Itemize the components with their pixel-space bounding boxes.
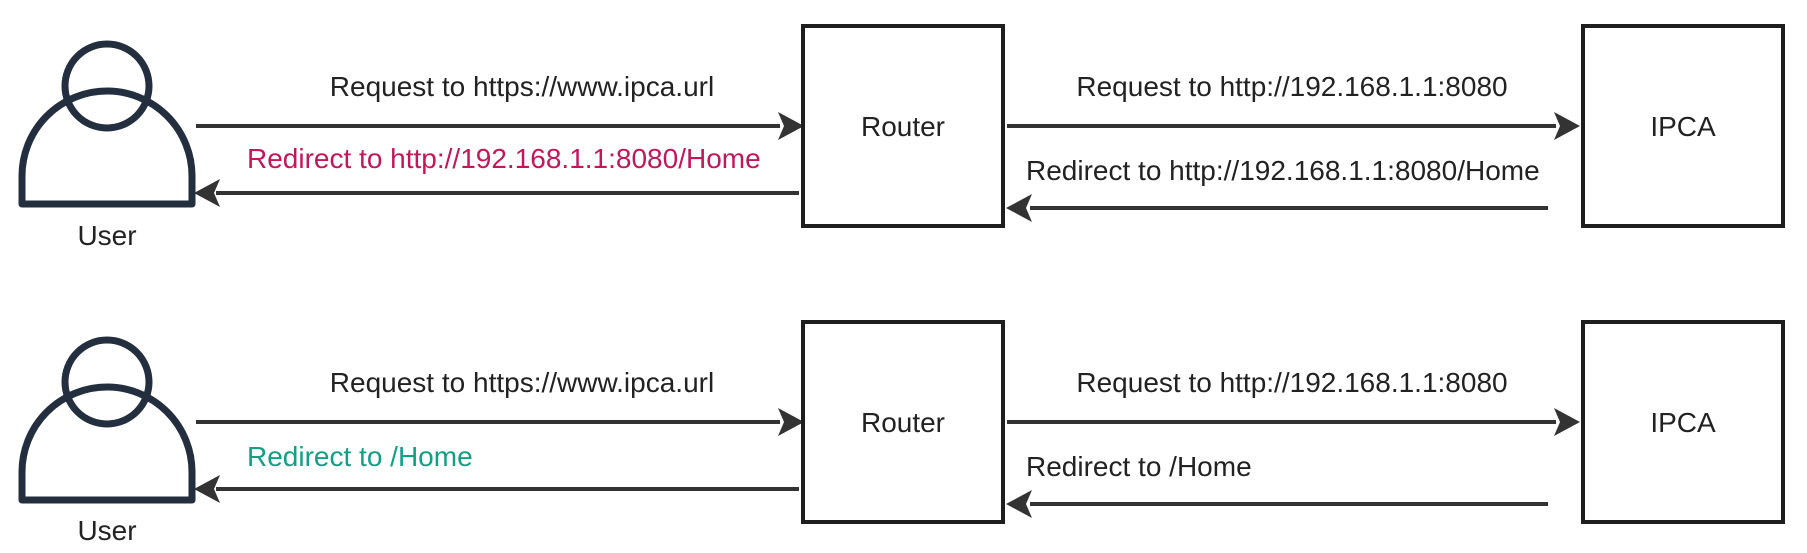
user-label: User xyxy=(77,515,136,546)
arrowhead-right xyxy=(1554,408,1580,436)
redirect-label-ipca-to-router: Redirect to http://192.168.1.1:8080/Home xyxy=(1026,155,1540,186)
ipca-box xyxy=(1581,24,1785,228)
user-icon xyxy=(18,40,196,208)
request-label-user-to-router: Request to https://www.ipca.url xyxy=(330,71,714,102)
arrowhead-right xyxy=(1554,112,1580,140)
user-label: User xyxy=(77,220,136,251)
router-box xyxy=(801,320,1005,524)
arrowhead-right xyxy=(778,112,804,140)
router-label: Router xyxy=(861,407,945,438)
router-label: Router xyxy=(861,111,945,142)
redirect-label-ipca-to-router: Redirect to /Home xyxy=(1026,451,1252,482)
redirect-label-router-to-user: Redirect to http://192.168.1.1:8080/Home xyxy=(247,143,761,174)
redirect-label-router-to-user: Redirect to /Home xyxy=(247,441,473,472)
ipca-label: IPCA xyxy=(1650,407,1716,438)
arrowhead-left xyxy=(194,475,220,503)
request-label-router-to-ipca: Request to http://192.168.1.1:8080 xyxy=(1076,71,1507,102)
request-label-router-to-ipca: Request to http://192.168.1.1:8080 xyxy=(1076,367,1507,398)
arrowhead-left xyxy=(1006,490,1032,518)
flow-2: User Request to https://www.ipca.url Red… xyxy=(18,320,1785,546)
request-label-user-to-router: Request to https://www.ipca.url xyxy=(330,367,714,398)
arrowhead-left xyxy=(194,179,220,207)
arrowhead-right xyxy=(778,408,804,436)
ipca-label: IPCA xyxy=(1650,111,1716,142)
ipca-box xyxy=(1581,320,1785,524)
router-box xyxy=(801,24,1005,228)
flow-1: User Request to https://www.ipca.url Red… xyxy=(18,24,1785,251)
arrowhead-left xyxy=(1006,194,1032,222)
user-icon xyxy=(18,336,196,504)
